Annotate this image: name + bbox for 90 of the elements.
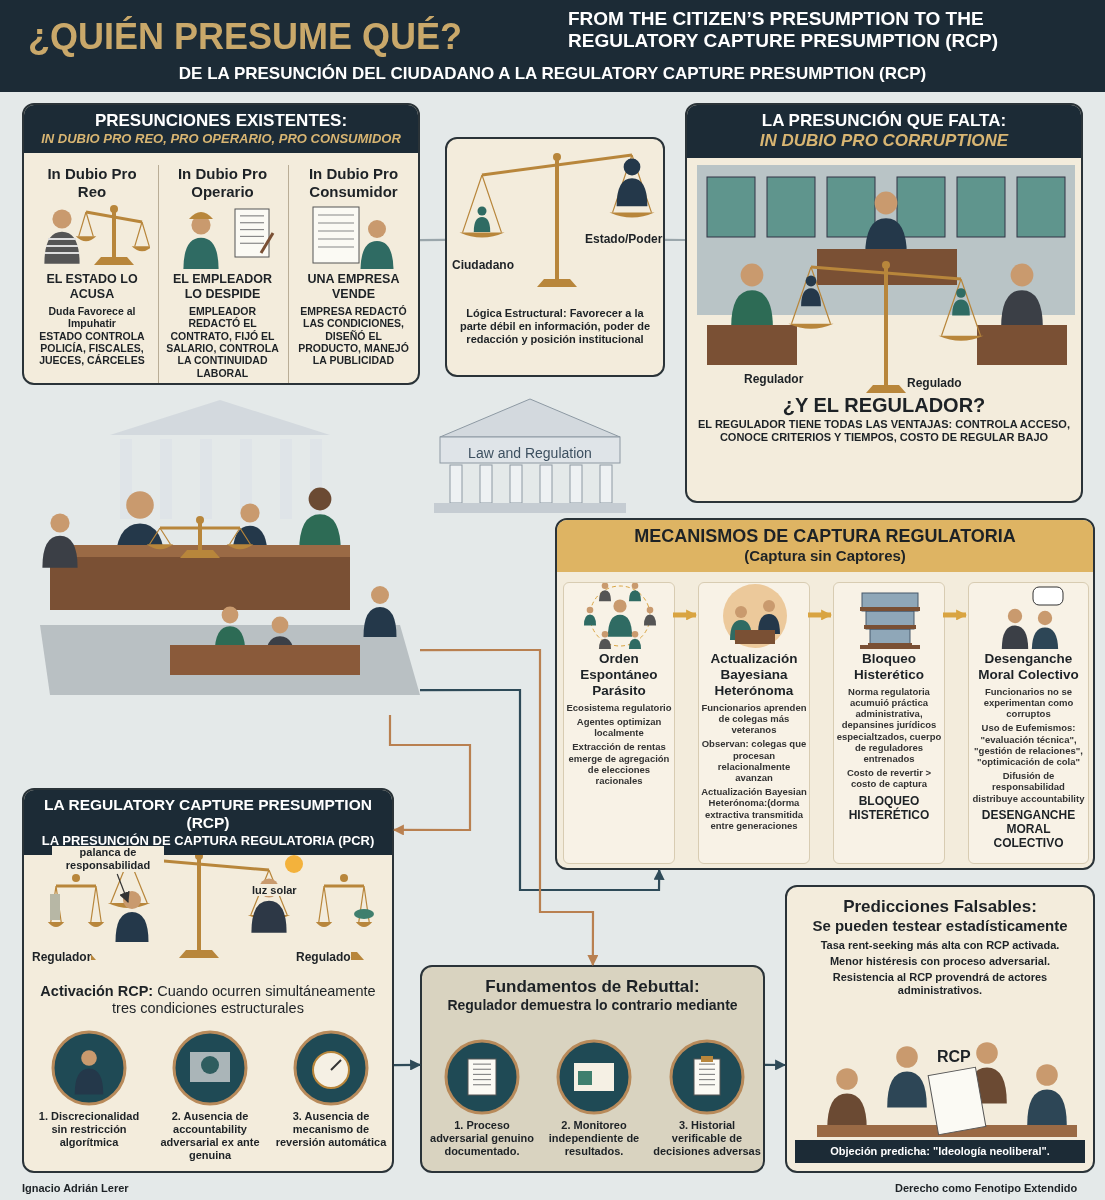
- missing-presumption-panel: [685, 103, 1083, 503]
- mechanism-column: [968, 582, 1089, 864]
- body-text: Funcionarios no se experimentan como corruptos: [982, 685, 1075, 720]
- sun-label: luz solar: [252, 884, 297, 896]
- body-text: EMPRESA REDACTÓ LAS CONDICIONES, DISEÑÓ EL PRODUCTO, MANEJÓ LA PUBLICIDAD: [297, 304, 410, 367]
- arrow: [420, 688, 665, 892]
- closing-heading: DESENGANCHE MORAL COLECTIVO: [980, 807, 1077, 851]
- case-heading: UNA EMPRESA VENDE: [306, 272, 401, 302]
- column-title: Actualización Bayesiana Heterónoma: [709, 651, 799, 699]
- section-heading: ¿Y EL REGULADOR?: [781, 394, 987, 418]
- figure-label: Regulador: [32, 950, 92, 964]
- body-text: Costo de revertir > costo de captura: [845, 767, 933, 790]
- arrow: [388, 715, 472, 836]
- panel-title: MECANISMOS DE CAPTURA REGULATORIA: [633, 526, 1017, 548]
- mechanism-column: [698, 582, 810, 864]
- body-text: Extracción de rentas emerge de agregación de elecciones racionales: [567, 741, 671, 787]
- mechanisms-panel: [555, 518, 1095, 870]
- panel-title: LA REGULATORY CAPTURE PRESUMPTION (RCP): [43, 796, 373, 833]
- column-title: Bloqueo Histerético: [853, 651, 925, 683]
- closing-heading: BLOQUEO HISTERÉTICO: [847, 793, 931, 822]
- author-credit: Ignacio Adrián Lerer: [22, 1182, 129, 1194]
- node-text: 2. Ausencia de accountability adversarial ex ante genuina: [159, 1110, 261, 1162]
- body-text: Norma regulatoria acumuió práctica administrativa, depansines jurídicos especialtzados, cuerpo de reguladores entrenados: [835, 685, 943, 765]
- body-text: Agentes optimizan localmente: [575, 715, 663, 739]
- arrow: [420, 648, 599, 967]
- column-title: In Dubio Pro Reo: [46, 165, 138, 201]
- footer-note: Derecho como Fenotipo Extendido: [895, 1182, 1078, 1194]
- node-text: 2. Monitoreo independiente de resultados.: [547, 1119, 641, 1158]
- panel-title: Fundamentos de Rebuttal:: [484, 977, 701, 998]
- body-text: Uso de Eufemismos: "evaluación técnica", "gestión de relaciones", "optimicación de cola": [973, 722, 1084, 768]
- case-heading: EL ESTADO LO ACUSA: [45, 272, 139, 302]
- mechanism-column: [563, 582, 675, 864]
- rcp-panel: [22, 788, 394, 1173]
- connector-line: [665, 238, 685, 242]
- panel-title: Predicciones Falsables:: [842, 897, 1038, 918]
- callout-label: palanca de responsabilidad: [52, 846, 164, 872]
- connector-line: [420, 238, 445, 242]
- panel-subtitle: Se pueden testear estadísticamente: [811, 917, 1069, 935]
- figure-label: Regulador: [742, 372, 806, 386]
- page-title: ¿QUIÉN PRESUME QUÉ?: [28, 16, 463, 58]
- arrow: [943, 609, 968, 621]
- node-text: Lógica Estructural: Favorecer a la parte débil en información, poder de redacción y posición institucional: [458, 307, 652, 346]
- body-text: Tasa rent-seeking más alta con RCP activada.: [819, 938, 1061, 952]
- body-text: ESTADO CONTROLA POLICÍA, FISCALES, JUECES, CÁRCELES: [38, 329, 146, 367]
- scale-card: [445, 137, 665, 377]
- section-heading: Activación RCP: Cuando ocurren simultáneamente tres condiciones estructurales: [39, 982, 377, 1018]
- scale-label: Estado/Poder: [585, 232, 663, 246]
- predictions-panel: [785, 885, 1095, 1173]
- panel-subtitle: (Captura sin Captores): [743, 547, 907, 565]
- scale-label: Ciudadano: [452, 258, 514, 272]
- body-text: EL REGULADOR TIENE TODAS LAS VENTAJAS: CONTROLA ACCESO, CONOCE CRITERIOS Y TIEMPOS, COSTO DE REGULAR BAJO: [697, 417, 1071, 444]
- body-text: Observan: colegas que procesan relacionalmente avanzan: [700, 738, 808, 784]
- body-text: EMPLEADOR REDACTÓ EL CONTRATO, FIJÓ EL SALARIO, CONTROLA LA CONTINUIDAD LABORAL: [165, 304, 280, 380]
- case-heading: EL EMPLEADOR LO DESPIDE: [171, 272, 274, 302]
- node-text: 3. Historial verificable de decisiones adversas: [652, 1119, 762, 1158]
- leader-line: [116, 873, 130, 904]
- panel-subtitle: IN DUBIO PRO REO, PRO OPERARIO, PRO CONSUMIDOR: [40, 131, 402, 147]
- arrow: [673, 609, 698, 621]
- presumptions-panel: [22, 103, 420, 385]
- body-text: Actualización Bayesian Heterónoma:(dorma extractiva transmitida entre generaciones: [700, 786, 808, 831]
- document-label: RCP: [937, 1048, 971, 1066]
- column-title: Orden Espontáneo Parásito: [579, 651, 659, 699]
- body-text: Menor histéresis con proceso adversarial.: [828, 954, 1052, 968]
- rebuttal-panel: [420, 965, 765, 1173]
- body-text: Resistencia al RCP provendrá de actores administrativos.: [831, 970, 1049, 997]
- panel-subtitle: IN DUBIO PRO CORRUPTIONE: [758, 131, 1010, 152]
- panel-title: PRESUNCIONES EXISTENTES:: [93, 111, 349, 132]
- node-text: 1. Proceso adversarial genuino documentado.: [429, 1119, 535, 1158]
- panel-title: LA PRESUNCIÓN QUE FALTA:: [760, 111, 1008, 132]
- panel-subtitle: LA PRESUNCIÓN DE CAPTURA REGULATORIA (PCR): [40, 832, 376, 848]
- body-text: Duda Favorece al Impuhatir: [47, 304, 137, 330]
- body-text: Funcionarios aprenden de colegas más veteranos: [700, 701, 808, 736]
- building-inscription: Law and Regulation: [467, 445, 593, 462]
- mechanism-column: [833, 582, 945, 864]
- node-text: 1. Discrecionalidad sin restricción algorítmica: [37, 1110, 141, 1149]
- figure-label: Regulado: [296, 950, 351, 964]
- column-title: Desenganche Moral Colectivo: [977, 651, 1080, 683]
- column-title: In Dubio Pro Operario: [176, 165, 269, 201]
- panel-subtitle: Regulador demuestra lo contrario mediante: [446, 997, 739, 1014]
- header-subtitle: DE LA PRESUNCIÓN DEL CIUDADANO A LA REGULATORY CAPTURE PRESUMPTION (RCP): [177, 64, 928, 84]
- arrow: [765, 1059, 787, 1071]
- body-text: Ecosistema regulatorio: [565, 701, 673, 713]
- column-title: In Dubio Pro Consumidor: [307, 165, 400, 201]
- header-subtitle: FROM THE CITIZEN’S PRESUMPTION TO THE REGULATORY CAPTURE PRESUMPTION (RCP): [568, 8, 999, 52]
- node-text: 3. Ausencia de mecanismo de reversión automática: [274, 1110, 388, 1149]
- figure-label: Regulado: [905, 376, 964, 390]
- body-text: Difusión de responsabilidad distribuye accountability: [971, 770, 1086, 804]
- arrow: [808, 609, 833, 621]
- objection-banner: Objeción predicha: "Ideología neoliberal".: [795, 1140, 1085, 1163]
- arrow: [394, 1059, 422, 1071]
